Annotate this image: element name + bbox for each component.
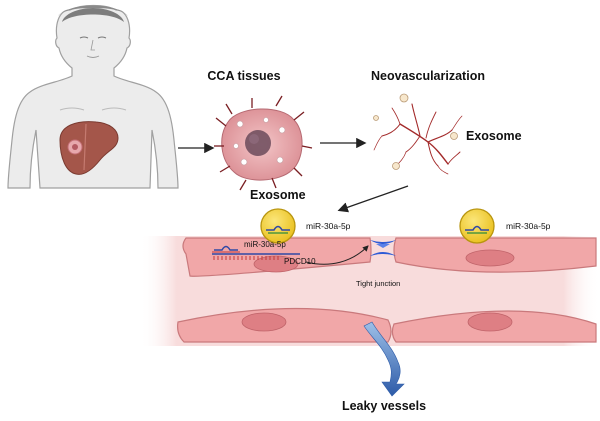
label-neovascularization: Neovascularization — [371, 69, 485, 83]
label-exosome-top: Exosome — [466, 129, 522, 143]
human-figure — [7, 4, 179, 189]
label-mir-inner: miR-30a-5p — [244, 240, 286, 249]
label-mir-right: miR-30a-5p — [506, 221, 551, 231]
mirna-pdcd10-complex — [212, 245, 300, 260]
tight-junction — [370, 240, 396, 256]
liver-organ — [59, 121, 119, 175]
leaky-vessel-arrow — [363, 321, 405, 397]
pdcd10-to-junction-arrow — [305, 245, 369, 265]
neovascular-branches — [373, 103, 463, 175]
label-leaky-vessels: Leaky vessels — [342, 399, 426, 413]
arrow-to-vessel — [337, 185, 409, 213]
label-pdcd10: PDCD10 — [284, 257, 316, 266]
exosome-right — [459, 208, 495, 244]
cca-tumor — [214, 95, 313, 191]
small-exosomes — [373, 93, 458, 170]
label-tight-junction: Tight junction — [356, 279, 400, 288]
label-cca-tissues: CCA tissues — [207, 69, 280, 83]
exosome-left — [260, 208, 296, 244]
label-mir-left: miR-30a-5p — [306, 221, 351, 231]
cell-nuclei — [241, 249, 515, 332]
label-exosome-left: Exosome — [250, 188, 306, 202]
